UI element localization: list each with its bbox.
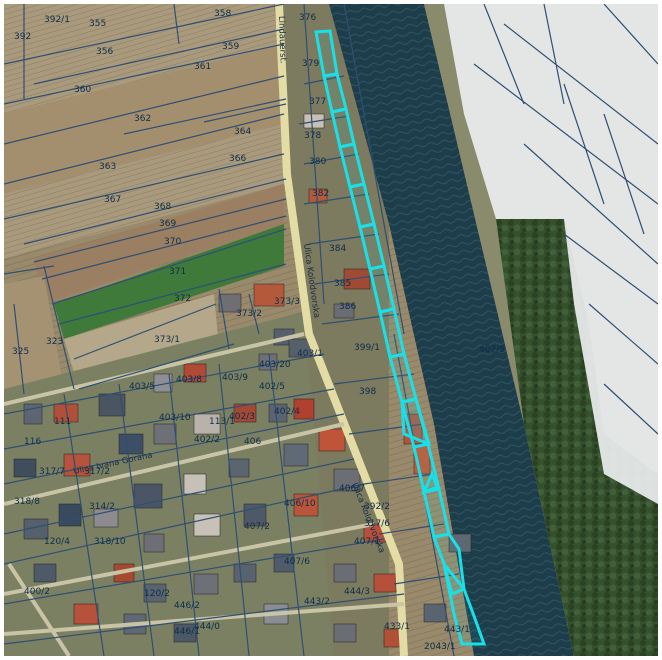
- parcel-label-p19: 373/3: [274, 297, 300, 307]
- map-viewport[interactable]: 355 358 356 359 361 360 362 364 363 366 367 368 369 3…: [4, 4, 658, 656]
- parcel-label-p69: 116: [24, 437, 41, 447]
- parcel-label-p45: 406/7: [339, 484, 365, 494]
- parcel-label-p2: 358: [214, 9, 231, 19]
- parcel-label-p54: 318/8: [14, 497, 40, 507]
- parcel-label-p16: 372: [174, 294, 191, 304]
- parcel-label-p53: 314/2: [89, 502, 115, 512]
- parcel-label-p62: 443/2: [304, 597, 330, 607]
- parcel-label-p3: 356: [96, 47, 113, 57]
- parcel-label-p50: 317/6: [364, 519, 390, 529]
- parcel-label-p18: 373/2: [236, 309, 262, 319]
- parcel-label-p25: 382: [312, 189, 329, 199]
- parcel-label-p26: 384: [329, 244, 346, 254]
- parcel-label-p10: 366: [229, 154, 246, 164]
- forest: [496, 219, 658, 656]
- parcel-label-p70: 111: [54, 417, 71, 427]
- parcel-label-p11: 367: [104, 195, 121, 205]
- cadastral-map: 355 358 356 359 361 360 362 364 363 366 367 368 369 3…: [4, 4, 658, 656]
- parcel-label-p14: 370: [164, 237, 181, 247]
- parcel-label-p47: 407/2: [244, 522, 270, 532]
- parcel-label-p33: 392: [14, 32, 31, 42]
- parcel-label-p4: 359: [222, 42, 239, 52]
- parcel-label-p13: 369: [159, 219, 176, 229]
- parcel-label-p9: 363: [99, 162, 116, 172]
- parcel-label-p15: 371: [169, 267, 186, 277]
- parcel-label-p6: 360: [74, 85, 91, 95]
- parcel-label-p46: 406/10: [284, 499, 316, 509]
- parcel-label-p60: 444/0: [194, 622, 220, 632]
- parcel-label-p65: 407/5: [479, 345, 505, 355]
- parcel-label-p5: 361: [194, 62, 211, 72]
- parcel-label-p51: 317/7: [39, 467, 65, 477]
- parcel-label-p17: 373/1: [154, 335, 180, 345]
- parcel-label-p38: 403/5: [129, 382, 155, 392]
- parcel-label-p23: 378: [304, 131, 321, 141]
- river: [329, 4, 574, 656]
- parcel-label-p28: 386: [339, 302, 356, 312]
- parcel-label-p67: 392/1: [44, 15, 70, 25]
- parcel-label-p40: 402/4: [274, 407, 300, 417]
- parcel-label-p24: 380: [309, 157, 326, 167]
- parcel-label-p63: 433/1: [384, 622, 410, 632]
- selected-parcels[interactable]: [314, 29, 487, 646]
- parcel-label-p22: 377: [309, 97, 326, 107]
- parcel-label-p72: 443/1: [444, 625, 470, 635]
- parcel-label-p57: 120/2: [144, 589, 170, 599]
- parcel-label-p36: 403/9: [222, 373, 248, 383]
- parcel-label-p42: 402/2: [194, 435, 220, 445]
- parcel-boundaries: [4, 4, 658, 656]
- street-label-s1: Lindauerst.: [276, 16, 288, 64]
- parcel-label-p30: 398: [359, 387, 376, 397]
- field-strips: [4, 4, 284, 394]
- parcel-label-p41: 402/3: [229, 412, 255, 422]
- parcel-label-p8: 364: [234, 127, 251, 137]
- parcel-label-p7: 362: [134, 114, 151, 124]
- parcel-label-p43: 403/10: [159, 413, 191, 423]
- parcel-label-p37: 403/8: [176, 375, 202, 385]
- parcel-label-p58: 446/2: [174, 601, 200, 611]
- parcel-label-p66: 392/2: [364, 502, 390, 512]
- parcel-label-p52: 317/2: [84, 467, 110, 477]
- parcel-label-p68: 113/1: [209, 417, 235, 427]
- parcel-label-p21: 379: [302, 59, 319, 69]
- parcel-label-p56: 120/4: [44, 537, 70, 547]
- parcel-label-p55: 318/10: [94, 537, 126, 547]
- parcel-label-p27: 385: [334, 279, 351, 289]
- parcel-label-p59: 446/1: [174, 627, 200, 637]
- parcel-label-p48: 407/6: [284, 557, 310, 567]
- parcel-label-p44: 406: [244, 437, 261, 447]
- parcel-label-p12: 368: [154, 202, 171, 212]
- faded-overlay: [444, 4, 658, 504]
- parcel-label-p34: 403/20: [259, 360, 291, 370]
- parcel-label-p71: 400/2: [24, 587, 50, 597]
- parcel-label-p35: 403/1: [297, 349, 323, 359]
- parcel-label-p1: 355: [89, 19, 106, 29]
- parcel-label-p20: 376: [299, 13, 316, 23]
- parcel-label-p29: 399/1: [354, 343, 380, 353]
- parcel-label-p31: 323: [46, 337, 63, 347]
- parcel-label-p32: 325: [12, 347, 29, 357]
- parcel-label-p39: 402/5: [259, 382, 285, 392]
- parcel-labels: 355 358 356 359 361 360 362 364 363 366 367 368 369 3…: [12, 9, 505, 652]
- parcel-label-p49: 407/1: [354, 537, 380, 547]
- parcel-label-p61: 444/3: [344, 587, 370, 597]
- parcel-label-p64: 2043/1: [424, 642, 456, 652]
